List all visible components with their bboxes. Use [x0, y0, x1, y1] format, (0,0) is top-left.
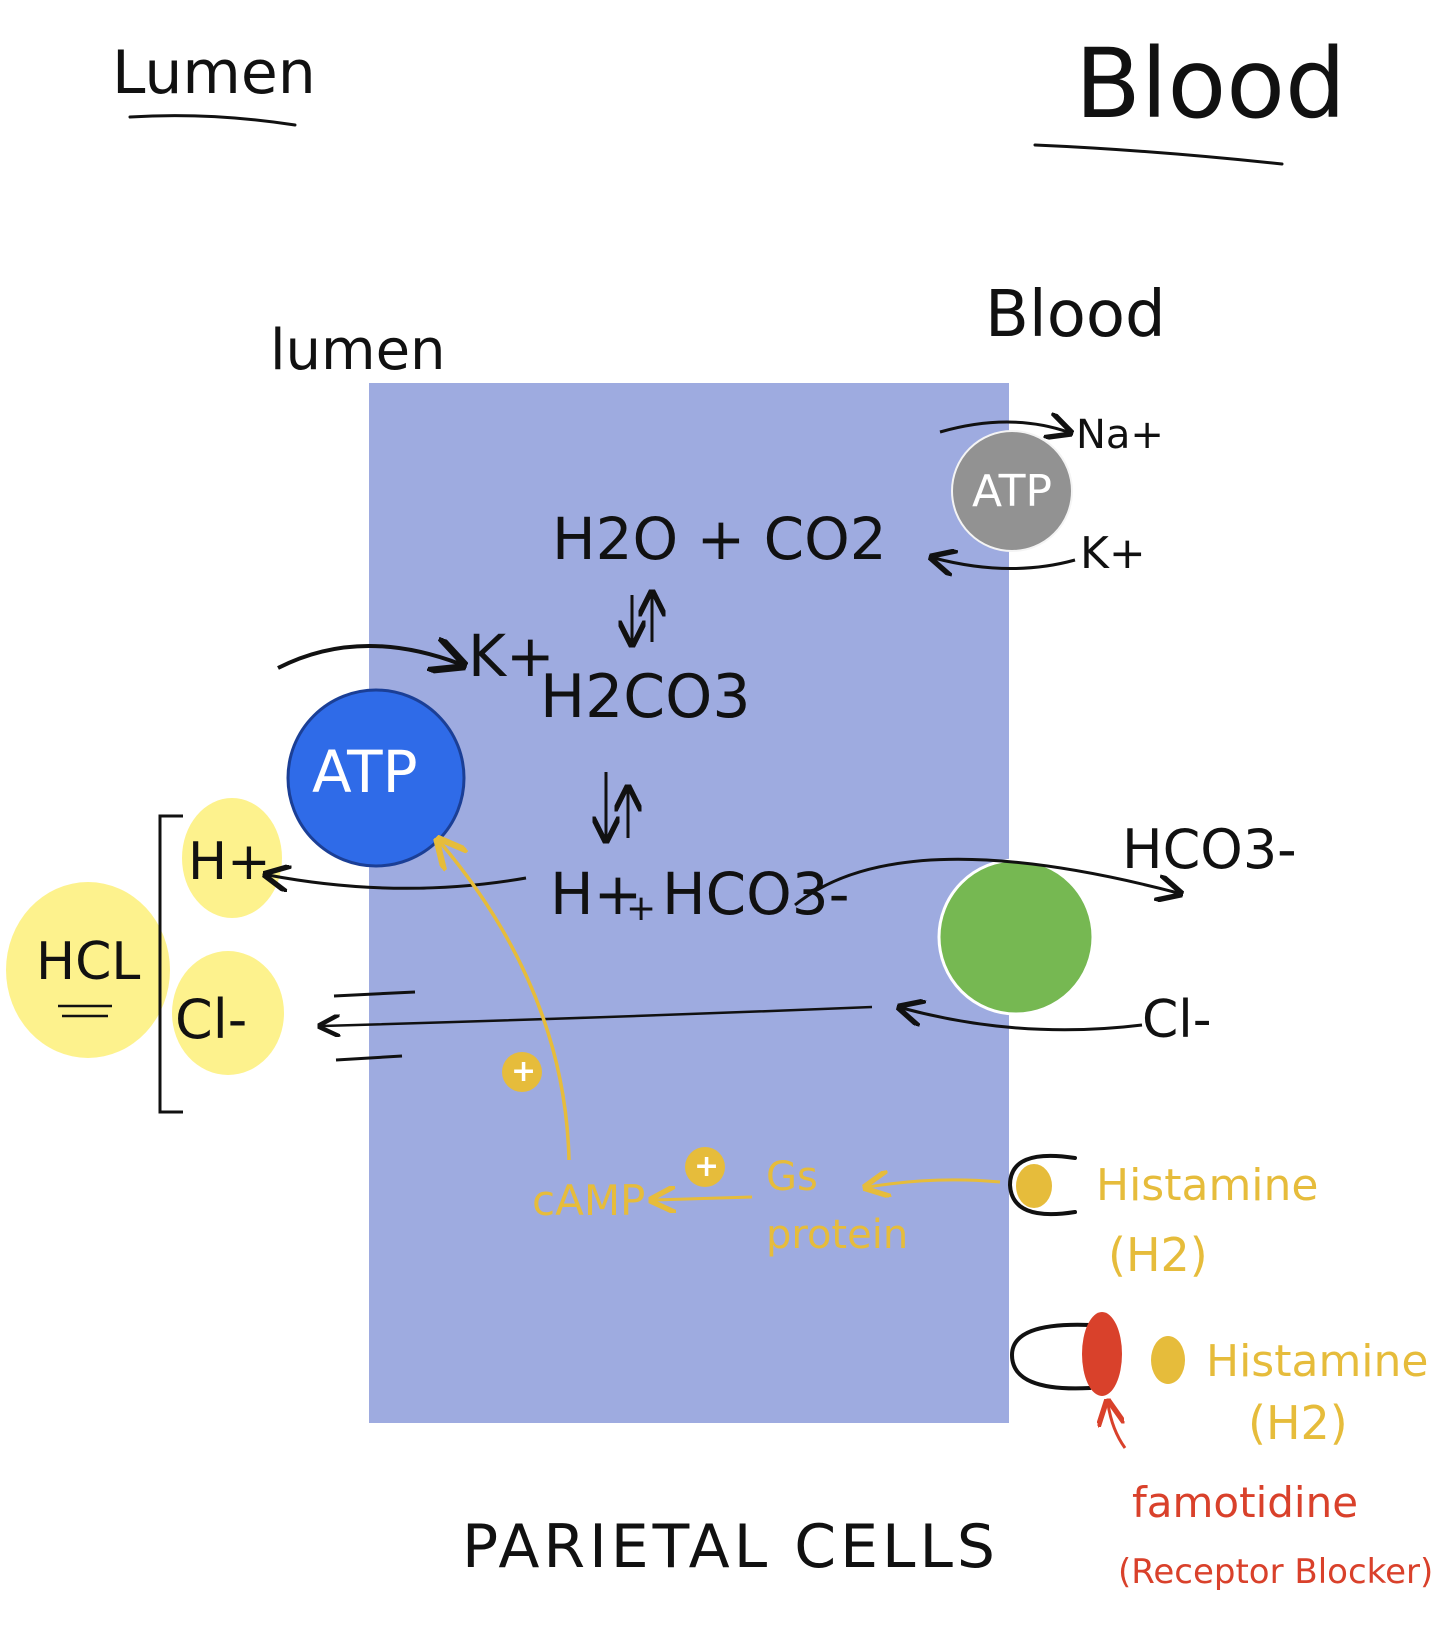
reaction-carbonic-acid: H2CO3: [540, 662, 751, 732]
chloride-bicarbonate-exchanger[interactable]: [937, 858, 1095, 1016]
lumen-underline: [128, 114, 297, 127]
famotidine-molecule: [1082, 1312, 1122, 1396]
reaction-h-plus: H+: [550, 860, 643, 928]
histamine-molecule-bound: [1016, 1164, 1052, 1208]
cl-entry-arrow: [902, 1008, 1143, 1032]
gs-to-camp-arrow[interactable]: [654, 1197, 753, 1200]
cl-lumen-arrow: [322, 1005, 873, 1026]
histamine-receptor-1[interactable]: [1007, 1153, 1077, 1217]
k-blood-label: K+: [1080, 528, 1146, 579]
parietal-cells-label: PARIETAL CELLS: [462, 1512, 999, 1582]
receptor-to-gs-arrow[interactable]: [868, 1180, 1001, 1187]
k-entry-na-pump-arrow: [934, 558, 1076, 569]
parietal-cell: [369, 383, 1009, 1423]
hcl-highlight: [6, 882, 170, 1058]
na-k-pump[interactable]: [951, 430, 1073, 552]
heading-lumen-side: lumen: [270, 318, 446, 383]
receptor-blocker-label: (Receptor Blocker): [1118, 1552, 1431, 1592]
lumen-cl-label: Cl-: [175, 988, 248, 1051]
na-exit-arrow: [939, 422, 1068, 432]
proton-pump[interactable]: [286, 688, 466, 868]
histamine-label-1: Histamine: [1096, 1160, 1319, 1211]
hcl-bracket: [158, 814, 183, 1114]
blood-cl-label: Cl-: [1142, 990, 1212, 1050]
histamine-label-2: Histamine: [1206, 1336, 1429, 1387]
reaction-bicarbonate: HCO3-: [662, 860, 850, 928]
h2-label-1: (H2): [1108, 1228, 1208, 1282]
hco3-exit-arrow: [794, 857, 1178, 907]
cl-lumen-dash-2: [335, 1054, 403, 1062]
heading-lumen-top: Lumen: [112, 38, 316, 108]
reaction-water-co2: H2O + CO2: [552, 505, 887, 573]
histamine-molecule-free: [1151, 1336, 1185, 1384]
h2-label-2: (H2): [1248, 1396, 1348, 1450]
blood-hco3-label: HCO3-: [1122, 818, 1297, 881]
activation-plus-circle-1: [502, 1052, 542, 1092]
lumen-h-plus-label: H+: [188, 832, 271, 892]
cl-highlight: [172, 951, 284, 1075]
h-exit-arrow: [268, 875, 527, 888]
blood-underline: [1033, 143, 1284, 166]
heading-blood-side: Blood: [985, 278, 1166, 352]
hcl-label: HCL: [36, 932, 141, 992]
na-k-pump-atp-label: ATP: [972, 466, 1053, 517]
camp-to-pump-arrow[interactable]: [440, 842, 571, 1161]
reaction-plus: +: [626, 888, 657, 929]
famotidine-label: famotidine: [1132, 1478, 1359, 1527]
plus-sign-1: +: [511, 1054, 537, 1089]
proton-pump-k-label: K+: [468, 622, 555, 690]
k-entry-arrow: [277, 646, 460, 668]
gs-protein-label: Gs protein: [766, 1154, 909, 1258]
proton-pump-atp-label: ATP: [312, 738, 418, 806]
activation-plus-circle-2: [685, 1147, 725, 1187]
cl-lumen-dash-1: [333, 990, 416, 998]
famotidine-arrow: [1108, 1404, 1127, 1449]
hcl-underline: [58, 1004, 112, 1018]
heading-blood-top: Blood: [1075, 28, 1346, 140]
h-plus-highlight: [182, 798, 282, 918]
histamine-receptor-2[interactable]: [1009, 1322, 1092, 1391]
plus-sign-2: +: [694, 1149, 720, 1184]
na-label: Na+: [1076, 412, 1164, 458]
camp-label: cAMP: [532, 1176, 646, 1225]
